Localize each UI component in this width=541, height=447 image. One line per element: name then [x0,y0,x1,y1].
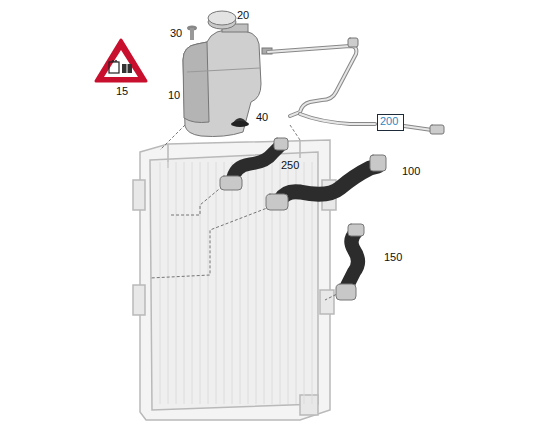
rubber-cap [231,118,249,127]
radiator-hose [220,138,288,190]
callout-box: 200 [377,114,404,131]
callout-number: 40 [256,112,268,123]
callout-number: 10 [168,90,180,101]
leader-lines [150,125,345,300]
callout-number: 150 [384,252,402,263]
callout-number: 200 [380,116,401,127]
callout-number: 100 [402,166,420,177]
radiator [133,140,336,420]
vent-hose [268,38,444,134]
screw [187,26,197,41]
tank-cap [208,11,236,29]
radiator-hose [266,155,386,210]
callout-number: 250 [281,160,299,171]
callout-number: 15 [116,86,128,97]
warning-sign [96,40,146,81]
callout-number: 30 [170,28,182,39]
callout-number: 20 [237,10,249,21]
expansion-tank [183,24,272,137]
radiator-hose [336,224,364,300]
